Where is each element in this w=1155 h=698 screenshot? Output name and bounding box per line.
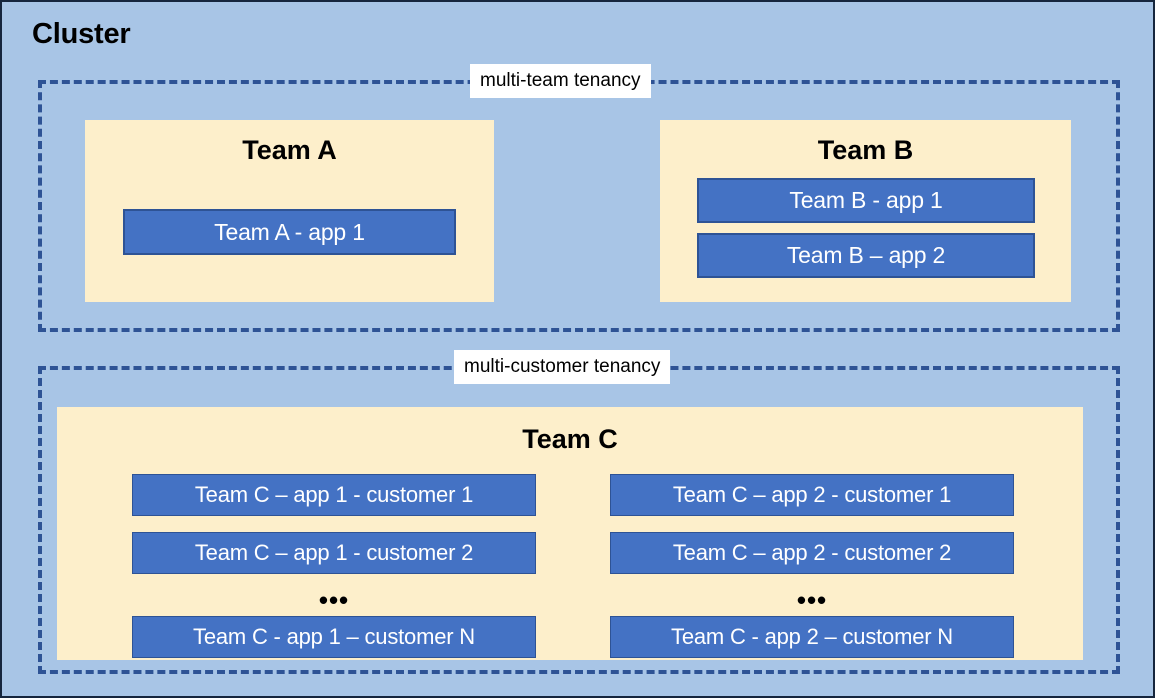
team-c-panel: Team C Team C – app 1 - customer 1 Team … xyxy=(57,407,1083,660)
team-b-title: Team B xyxy=(817,135,914,165)
team-c-app-2-ellipsis: ••• xyxy=(796,585,828,615)
team-b-app-1-box[interactable]: Team B - app 1 xyxy=(697,178,1035,223)
team-c-app-1-customer-n-box[interactable]: Team C - app 1 – customer N xyxy=(132,616,536,658)
team-b-app-2-box[interactable]: Team B – app 2 xyxy=(697,233,1035,278)
team-a-app-1-box[interactable]: Team A - app 1 xyxy=(123,209,456,255)
team-c-app-2-customer-2-box[interactable]: Team C – app 2 - customer 2 xyxy=(610,532,1014,574)
multi-customer-tenancy-label: multi-customer tenancy xyxy=(454,350,671,384)
team-c-app-2-customer-1-box[interactable]: Team C – app 2 - customer 1 xyxy=(610,474,1014,516)
team-a-panel: Team A Team A - app 1 xyxy=(85,120,494,302)
team-c-app-1-customer-2-box[interactable]: Team C – app 1 - customer 2 xyxy=(132,532,536,574)
team-c-title: Team C xyxy=(522,424,618,454)
team-b-panel: Team B Team B - app 1 Team B – app 2 xyxy=(660,120,1071,302)
team-c-app-1-customer-1-box[interactable]: Team C – app 1 - customer 1 xyxy=(132,474,536,516)
cluster-title: Cluster xyxy=(32,18,131,50)
team-a-title: Team A xyxy=(242,135,337,165)
team-c-app-1-ellipsis: ••• xyxy=(318,585,350,615)
team-c-app-2-customer-n-box[interactable]: Team C - app 2 – customer N xyxy=(610,616,1014,658)
multi-team-tenancy-label: multi-team tenancy xyxy=(470,64,651,98)
